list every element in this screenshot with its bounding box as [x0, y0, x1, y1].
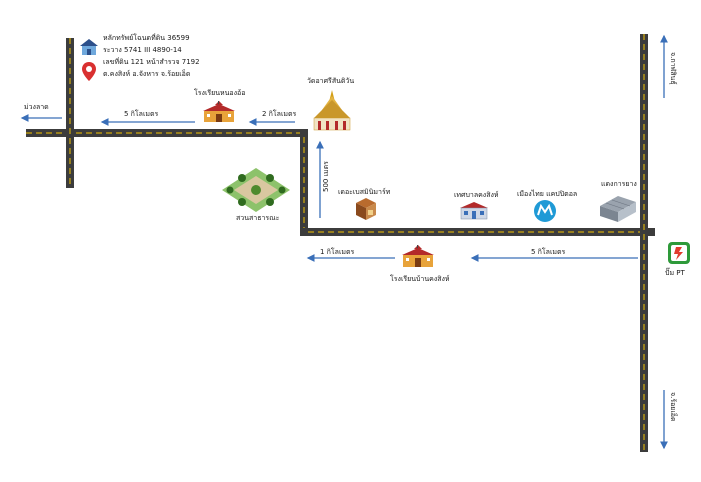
home-icon — [80, 39, 98, 55]
distance-south-left: 1 กิโลเมตร — [320, 248, 355, 256]
road-network — [26, 34, 655, 452]
label-municipality: เทศบาลคงสิงห์ — [454, 191, 499, 199]
label-school-south: โรงเรียนบ้านคงสิงห์ — [390, 275, 450, 283]
label-gas-station: ปั๊ม PT — [665, 269, 685, 277]
label-school-north: โรงเรียนหนองอ้อ — [194, 89, 246, 97]
direction-arrows — [20, 34, 668, 450]
park-icon — [222, 168, 290, 212]
label-temple: วัดอาศรีสันติวัน — [307, 77, 355, 85]
road-lower — [300, 228, 655, 236]
property-deed: หลักทรัพย์โฉนดที่ดิน 36599 — [103, 34, 190, 42]
distance-west-top: 5 กิโลเมตร — [124, 110, 159, 118]
label-shop: เดอะเบสมินิมาร์ท — [338, 188, 391, 196]
school-icon — [203, 101, 235, 122]
school-icon — [402, 245, 434, 267]
temple-icon — [313, 90, 351, 131]
direction-west: ม่วงลาด — [24, 103, 49, 111]
pin-icon — [82, 62, 96, 81]
property-coords: ระวาง 5741 III 4890-14 — [103, 46, 182, 54]
distance-vertical: 500 เมตร — [322, 161, 330, 192]
gas-station-icon — [668, 242, 690, 264]
distance-middle-top: 2 กิโลเมตร — [262, 110, 297, 118]
warehouse-icon — [600, 196, 636, 222]
distance-south-right: 5 กิโลเมตร — [531, 248, 566, 256]
direction-north: จ.กาฬสินธุ์ — [669, 52, 677, 85]
label-park: สวนสาธารณะ — [236, 214, 280, 222]
label-thai-capital: เมืองไทย แคปปิตอล — [517, 190, 578, 198]
shop-icon — [356, 198, 376, 220]
label-rubber: แดงการยาง — [601, 180, 637, 188]
property-land-no: เลขที่ดิน 121 หน้าสำรวจ 7192 — [103, 58, 200, 66]
company-logo-icon — [534, 200, 556, 222]
property-location: ต.คงสิงห์ อ.จังหาร จ.ร้อยเอ็ด — [103, 70, 191, 78]
direction-south: จ.ร้อยเอ็ด — [669, 392, 677, 422]
building-icon — [460, 202, 488, 220]
road-right-vertical — [640, 34, 648, 452]
